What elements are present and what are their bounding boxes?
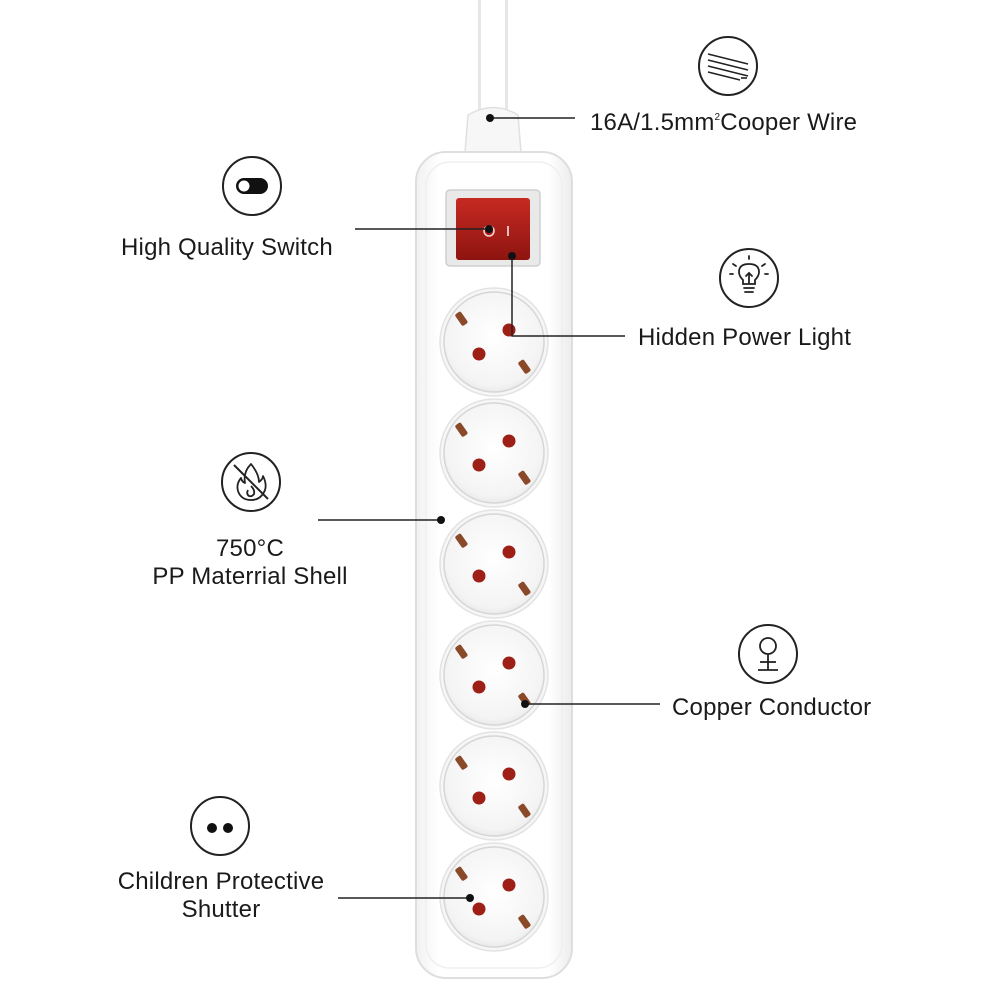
rocker-switch[interactable] bbox=[445, 189, 541, 267]
pin-hole bbox=[472, 347, 486, 361]
socket-5 bbox=[439, 731, 549, 841]
no-fire-icon bbox=[221, 452, 281, 512]
copper-conductor-icon bbox=[738, 624, 798, 684]
ground-clip bbox=[455, 644, 468, 659]
pin-hole bbox=[502, 323, 516, 337]
feature-shutter-line2: Shutter bbox=[181, 896, 261, 923]
pin-hole bbox=[502, 656, 516, 670]
socket-4 bbox=[439, 620, 549, 730]
ground-clip bbox=[518, 359, 531, 374]
socket-1 bbox=[439, 287, 549, 397]
socket-2 bbox=[439, 398, 549, 508]
feature-shell-line2: PP Materrial Shell bbox=[152, 563, 348, 590]
pin-hole bbox=[502, 767, 516, 781]
socket-3 bbox=[439, 509, 549, 619]
light-bulb-icon bbox=[719, 248, 779, 308]
socket-6 bbox=[439, 842, 549, 952]
ground-clip bbox=[455, 422, 468, 437]
ground-clip bbox=[455, 311, 468, 326]
ground-clip bbox=[455, 866, 468, 881]
ground-clip bbox=[518, 914, 531, 929]
leader-dots bbox=[437, 114, 529, 902]
toggle-switch-icon bbox=[222, 156, 282, 216]
leader-light bbox=[511, 255, 625, 337]
feature-shutter-line1: Children Protective bbox=[117, 868, 325, 895]
feature-conductor-label: Copper Conductor bbox=[672, 694, 872, 721]
power-cable bbox=[463, 0, 523, 166]
pin-hole bbox=[472, 902, 486, 916]
feature-switch-label: High Quality Switch bbox=[121, 234, 333, 261]
leader-lines bbox=[318, 117, 660, 899]
ground-clip bbox=[455, 533, 468, 548]
copper-wire-icon bbox=[698, 36, 758, 96]
pin-hole bbox=[502, 434, 516, 448]
pin-hole bbox=[472, 569, 486, 583]
pin-hole bbox=[502, 545, 516, 559]
ground-clip bbox=[518, 470, 531, 485]
socket-group bbox=[439, 287, 549, 952]
feature-shell-line1: 750°C bbox=[216, 535, 284, 562]
pin-hole bbox=[502, 878, 516, 892]
child-shutter-icon bbox=[190, 796, 250, 856]
ground-clip bbox=[455, 755, 468, 770]
feature-light-label: Hidden Power Light bbox=[638, 324, 852, 351]
pin-hole bbox=[472, 680, 486, 694]
ground-clip bbox=[518, 803, 531, 818]
feature-shell-label: 750°C PP Materrial Shell bbox=[120, 535, 380, 591]
feature-shutter-label: Children Protective Shutter bbox=[90, 868, 352, 924]
pin-hole bbox=[472, 791, 486, 805]
feature-wire-label: 16A/1.5mm2Cooper Wire bbox=[590, 109, 858, 136]
ground-clip bbox=[518, 581, 531, 596]
pin-hole bbox=[472, 458, 486, 472]
